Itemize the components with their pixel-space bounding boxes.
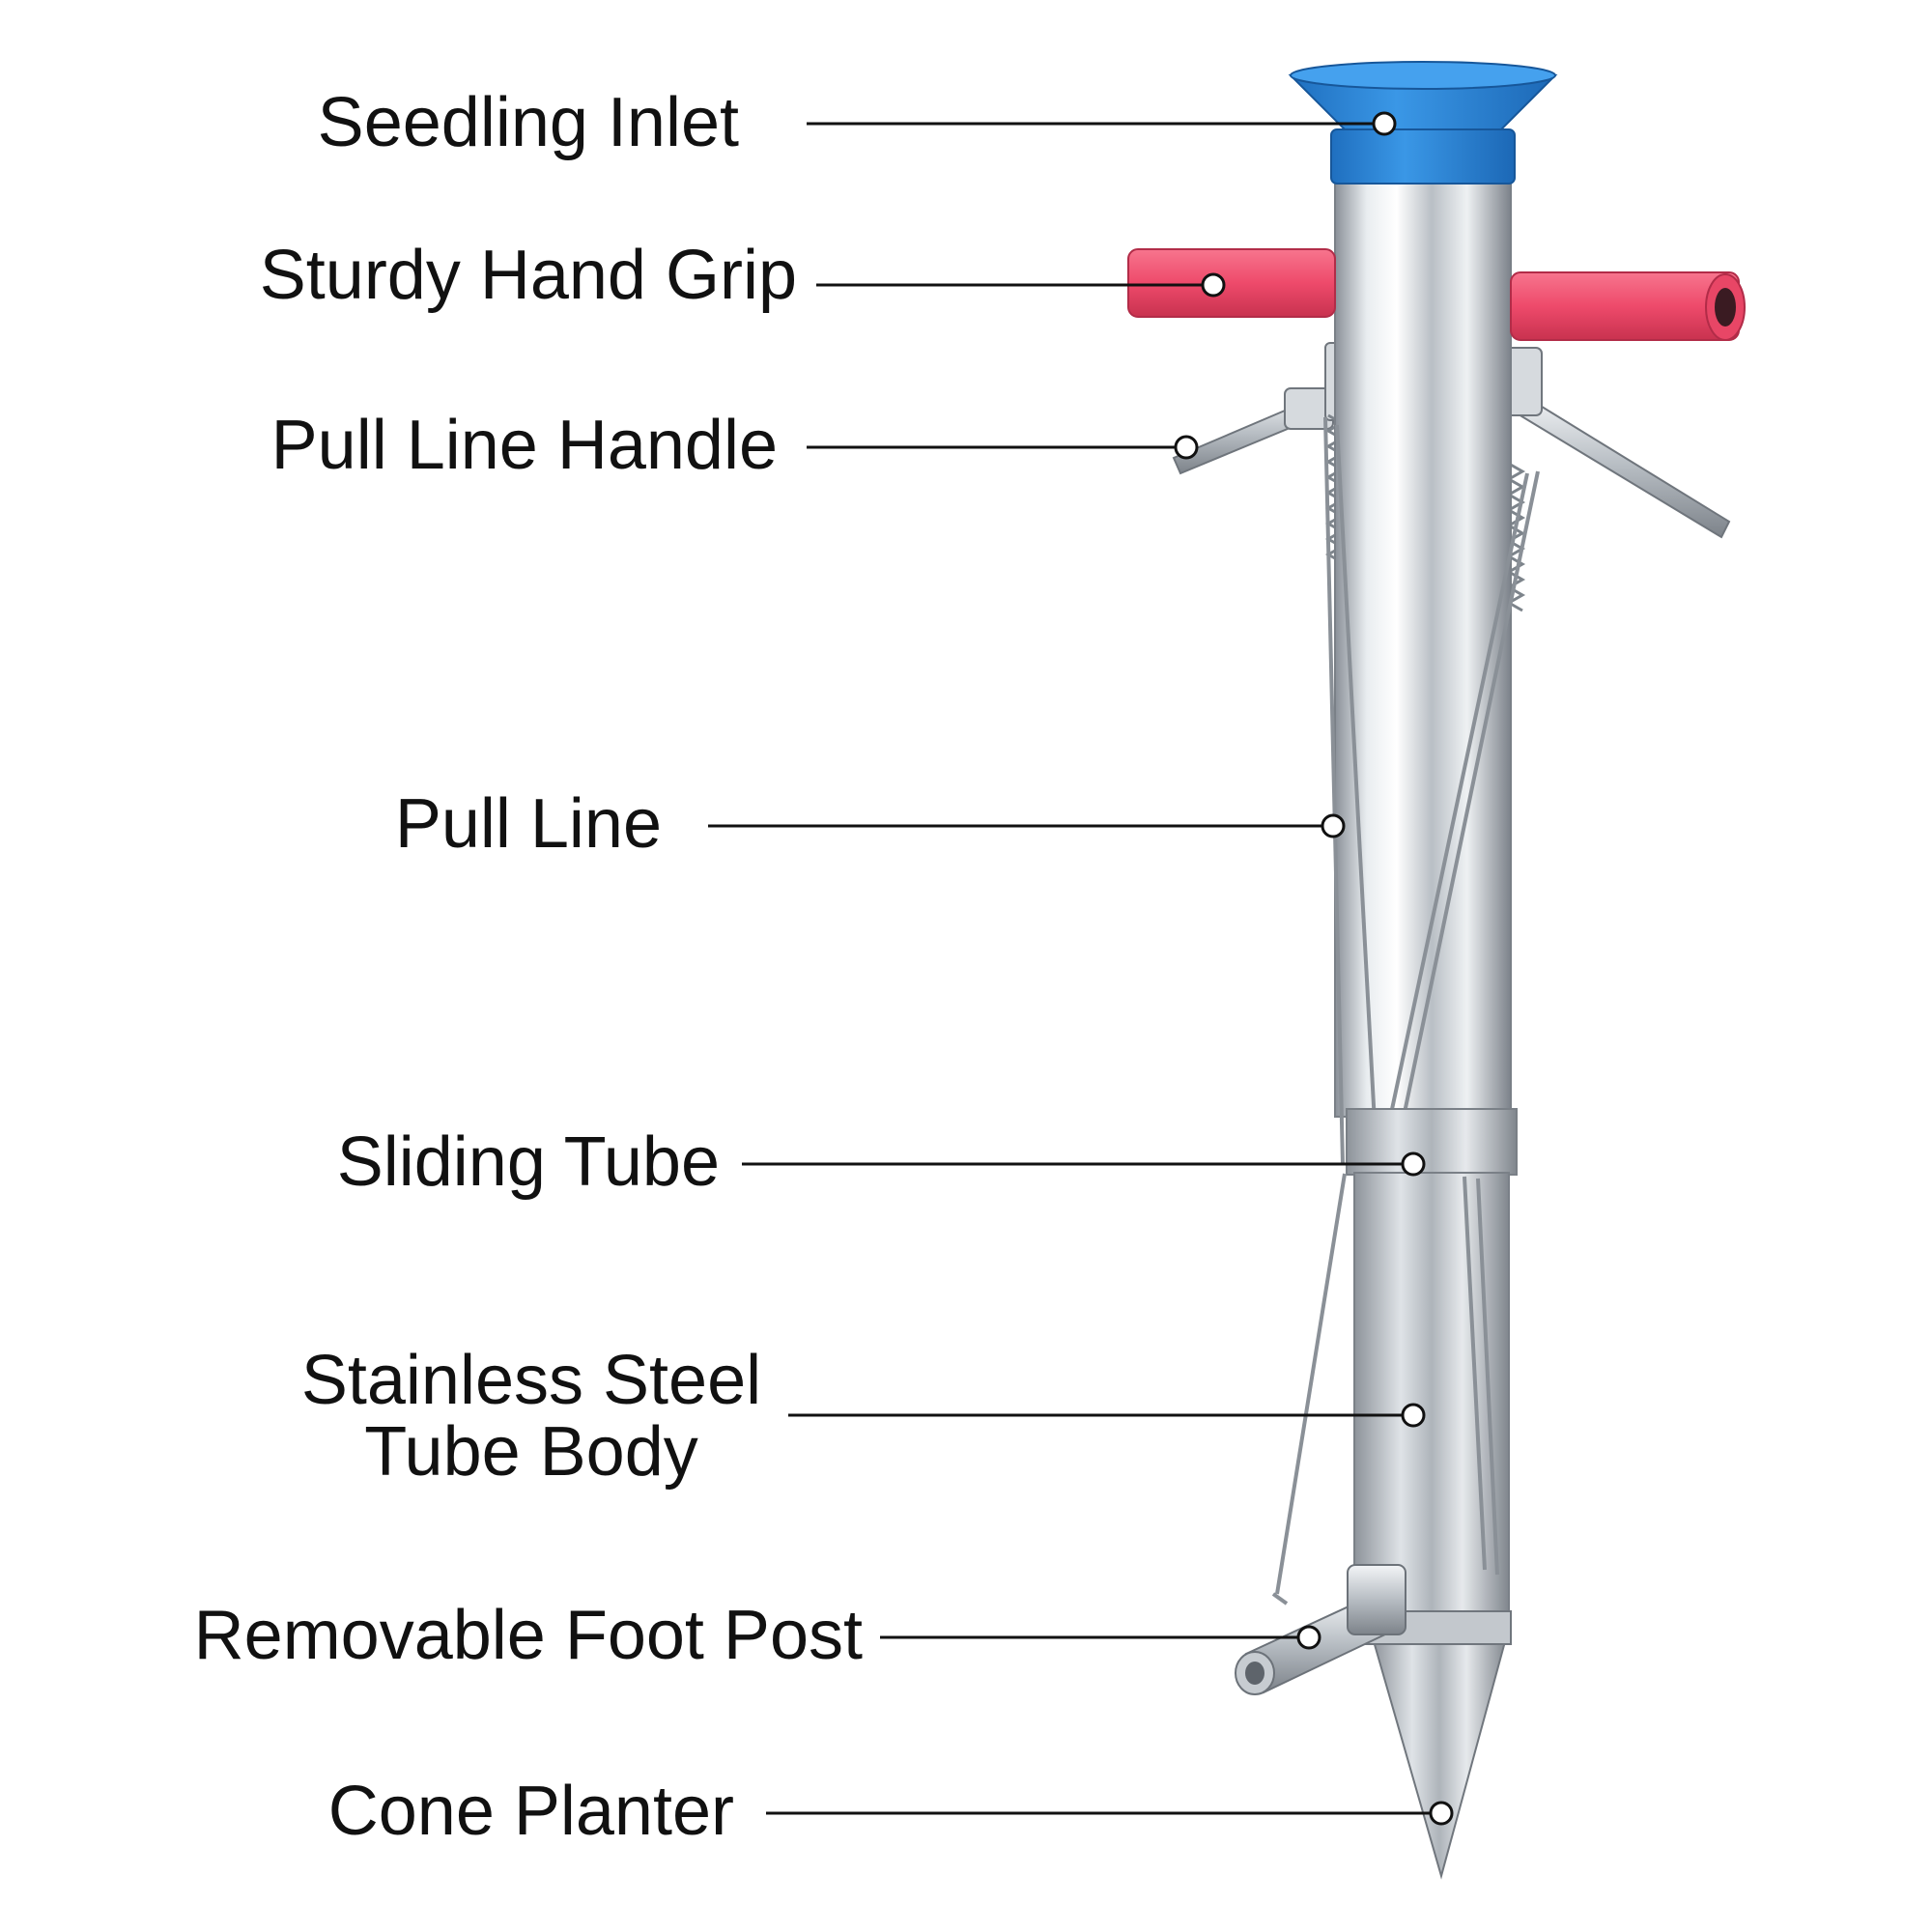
callout-marker bbox=[1372, 111, 1397, 136]
callout-marker bbox=[1401, 1151, 1426, 1177]
label-sturdy-hand-grip: Sturdy Hand Grip bbox=[259, 237, 797, 314]
label-removable-foot-post: Removable Foot Post bbox=[193, 1597, 863, 1674]
label-sliding-tube: Sliding Tube bbox=[336, 1123, 720, 1201]
label-seedling-inlet: Seedling Inlet bbox=[317, 84, 739, 161]
callout-marker bbox=[1201, 272, 1226, 298]
callout-marker bbox=[1429, 1801, 1454, 1826]
planter-illustration bbox=[1127, 61, 1746, 1880]
hand-grip-shape bbox=[1127, 248, 1746, 341]
label-cone-planter: Cone Planter bbox=[327, 1773, 734, 1850]
callout-marker bbox=[1401, 1403, 1426, 1428]
upper-steel-tube bbox=[1334, 179, 1512, 1118]
callout-marker bbox=[1321, 813, 1346, 838]
lower-linkage-rods bbox=[1271, 1173, 1499, 1605]
callout-marker bbox=[1174, 435, 1199, 460]
removable-foot-post-shape bbox=[1235, 1564, 1406, 1695]
callout-marker bbox=[1296, 1625, 1321, 1650]
label-pull-line: Pull Line bbox=[394, 785, 662, 863]
pull-line-handle-left bbox=[1172, 387, 1334, 475]
label-stainless-steel-tube-body-line2: Tube Body bbox=[364, 1413, 698, 1491]
cone-planter-shape bbox=[1370, 1634, 1509, 1880]
pull-line-wires bbox=[1323, 416, 1540, 1165]
label-stainless-steel-tube-body-line1: Stainless Steel bbox=[300, 1342, 762, 1419]
label-pull-line-handle: Pull Line Handle bbox=[270, 407, 778, 484]
callout-leaders bbox=[708, 111, 1454, 1826]
seedling-inlet-funnel bbox=[1288, 61, 1558, 185]
